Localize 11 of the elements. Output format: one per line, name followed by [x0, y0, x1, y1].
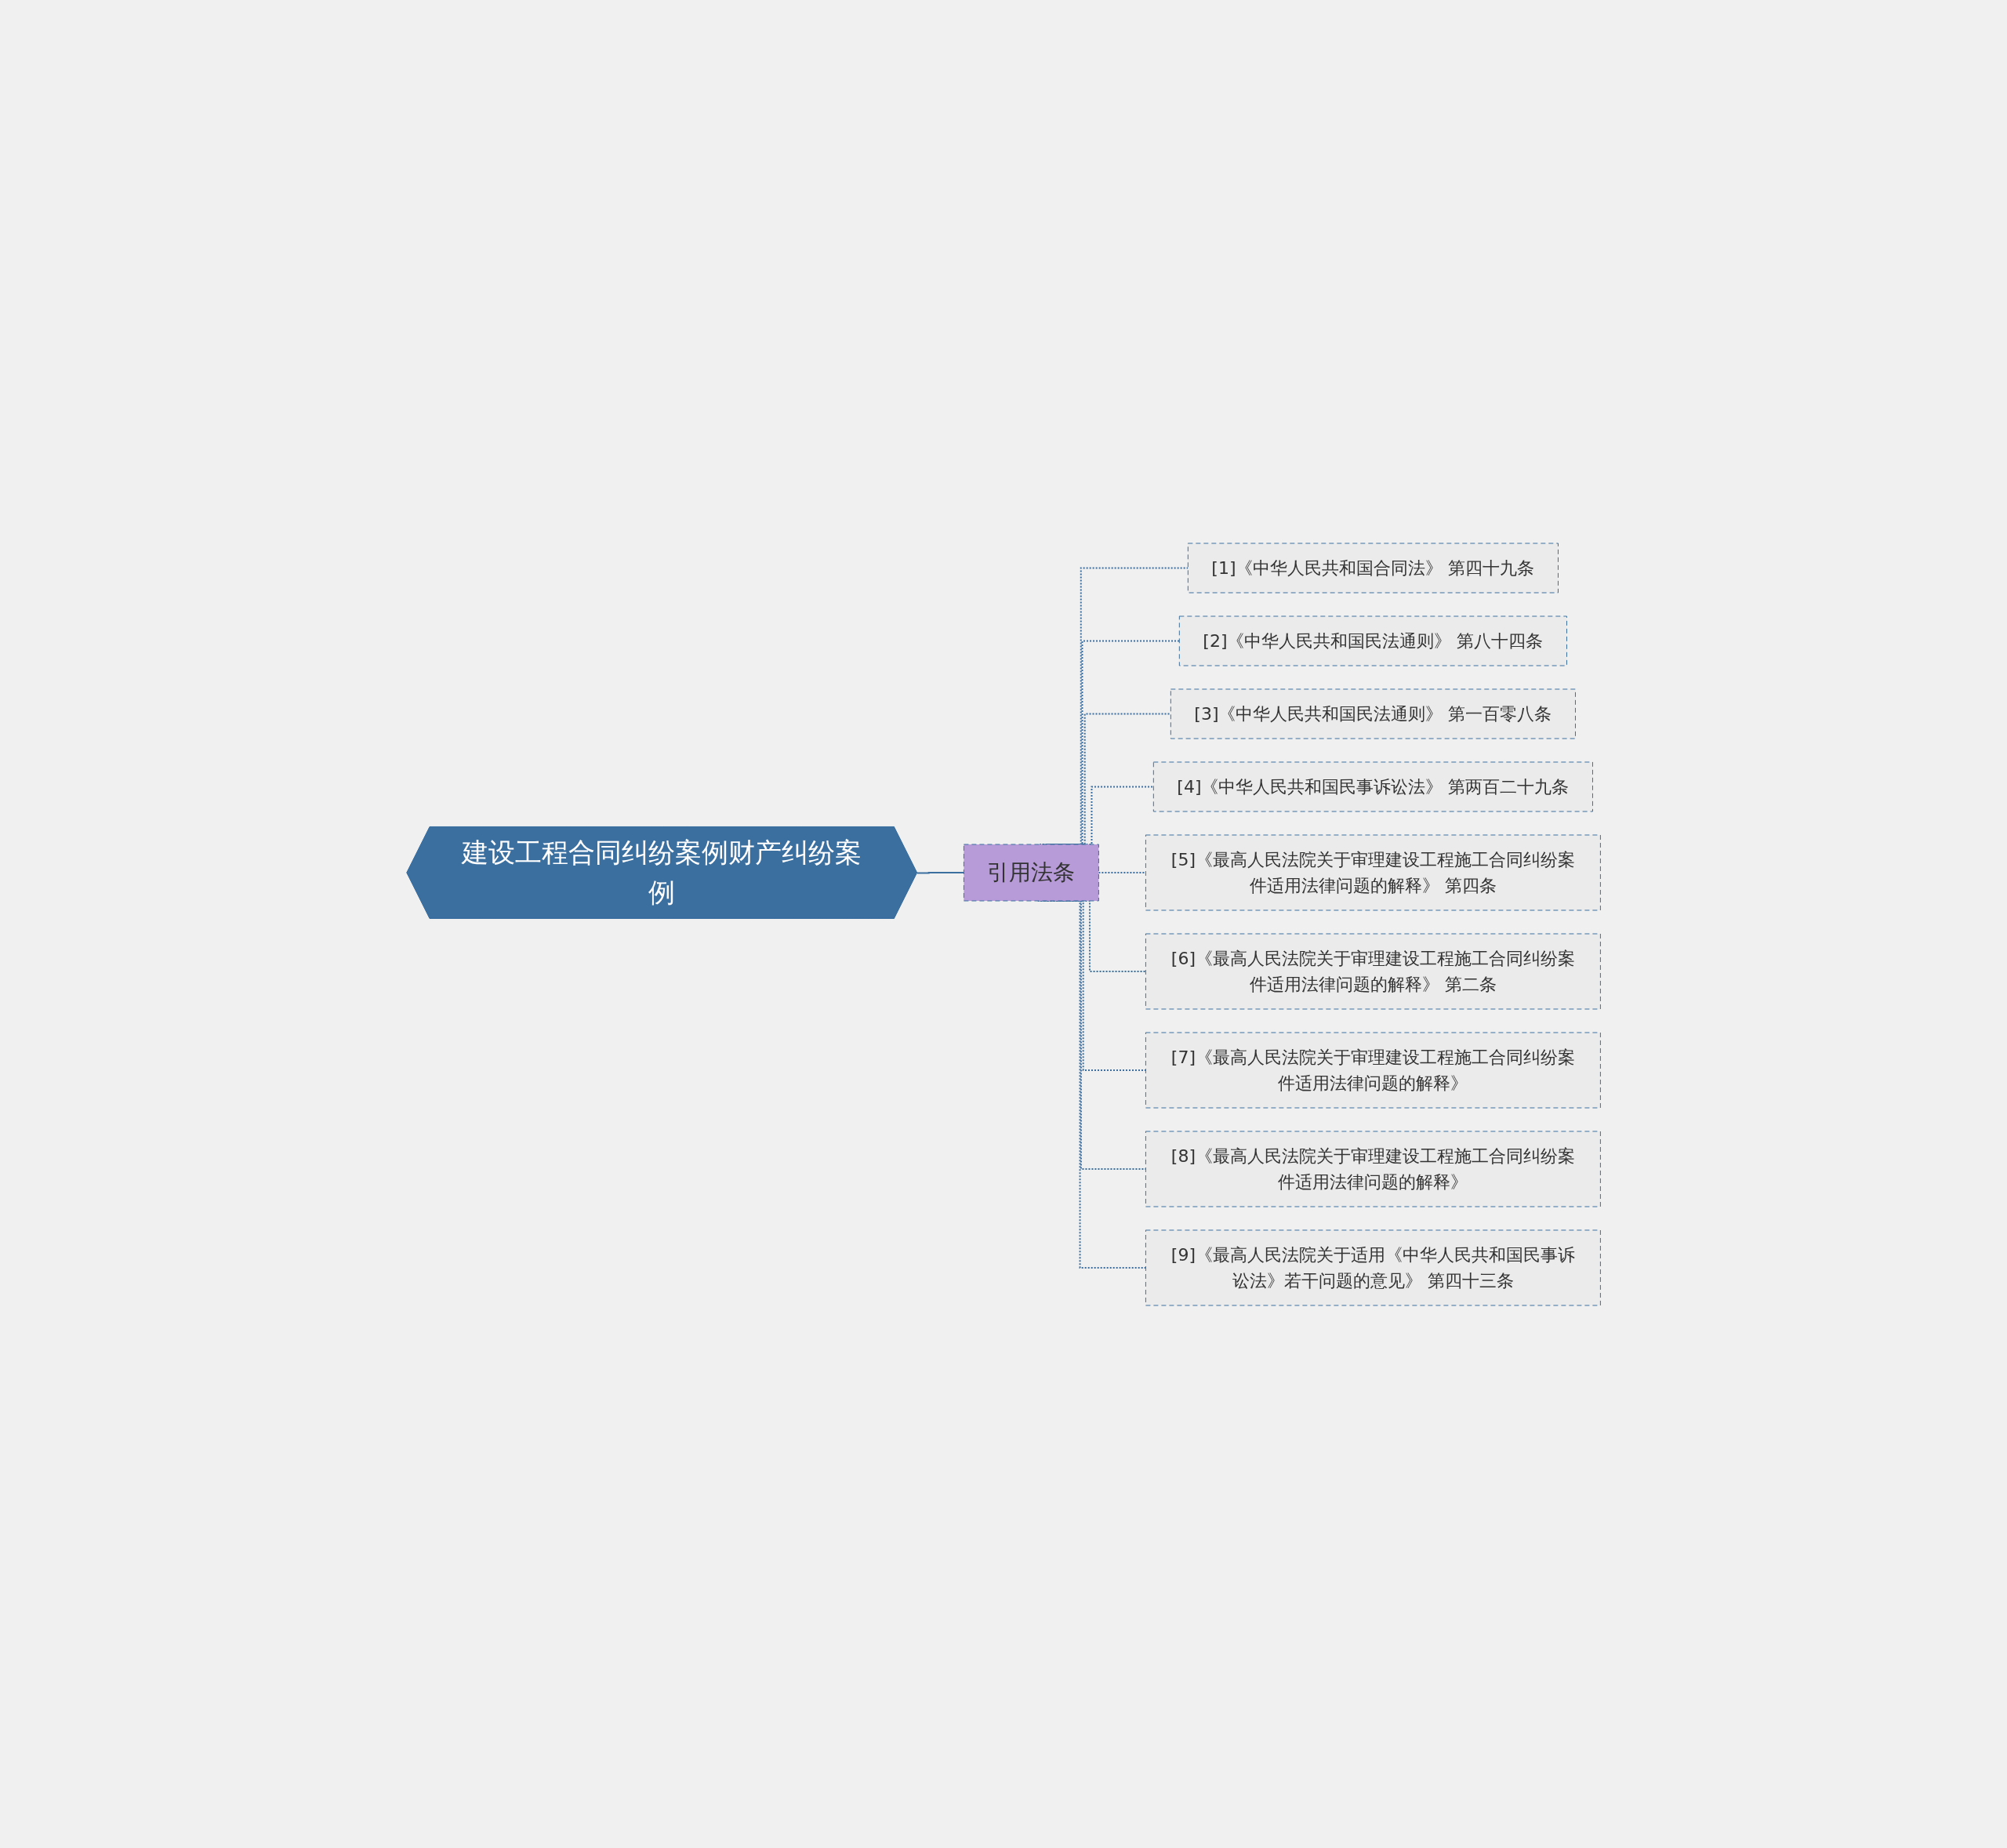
node-box: [7]《最高人民法院关于审理建设工程施工合同纠纷案件适用法律问题的解释》	[1145, 1032, 1601, 1108]
node-box: 引用法条	[963, 844, 1099, 901]
node-box: [5]《最高人民法院关于审理建设工程施工合同纠纷案件适用法律问题的解释》 第四条	[1145, 834, 1601, 910]
node-box: [9]《最高人民法院关于适用《中华人民共和国民事诉讼法》若干问题的意见》 第四十三条	[1145, 1229, 1601, 1305]
node-box: [4]《中华人民共和国民事诉讼法》 第两百二十九条	[1152, 761, 1593, 811]
node-box: [2]《中华人民共和国民法通则》 第八十四条	[1178, 615, 1567, 666]
connector	[916, 871, 965, 873]
node-box: [1]《中华人民共和国合同法》 第四十九条	[1187, 543, 1559, 593]
node-box: [6]《最高人民法院关于审理建设工程施工合同纠纷案件适用法律问题的解释》 第二条	[1145, 933, 1601, 1009]
node-box: [8]《最高人民法院关于审理建设工程施工合同纠纷案件适用法律问题的解释》	[1145, 1131, 1601, 1207]
node-box: [3]《中华人民共和国民法通则》 第一百零八条	[1170, 688, 1576, 739]
